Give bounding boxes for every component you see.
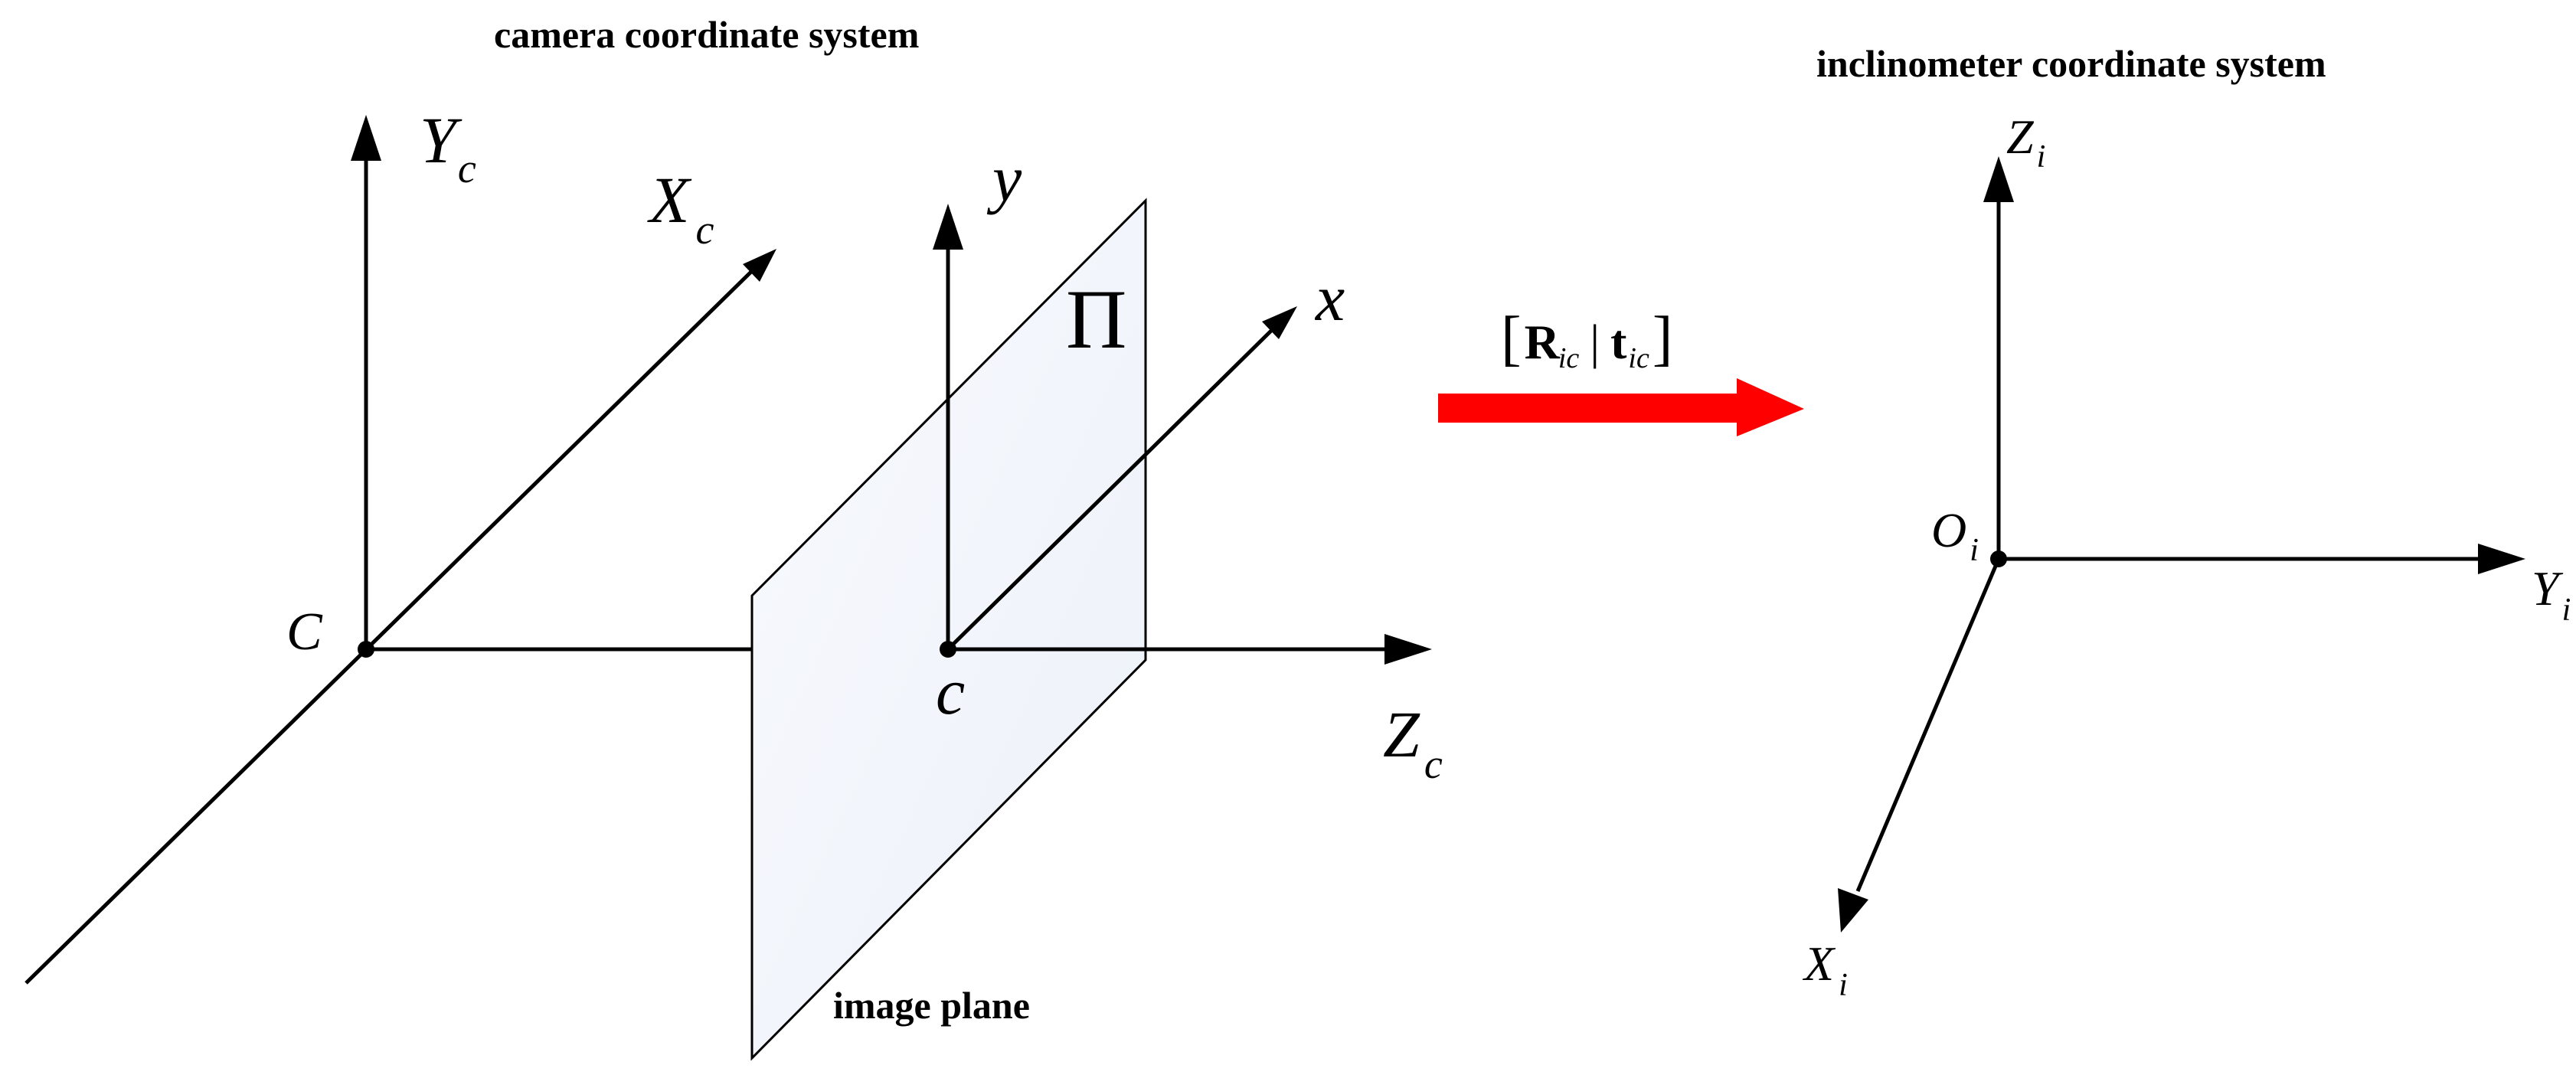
image-y-axis-arrowhead — [933, 204, 963, 250]
image-x-axis-line — [946, 329, 1273, 651]
x-axis-arrowhead — [743, 249, 776, 282]
xi-axis-line — [1855, 558, 2001, 892]
principal-point-label: c — [936, 655, 965, 728]
principal-point — [940, 641, 956, 658]
camera-title: camera coordinate system — [494, 13, 919, 56]
x-axis-line — [25, 266, 757, 985]
zi-axis-label: Zi — [2006, 109, 2045, 175]
zi-axis-arrowhead — [1983, 156, 2014, 202]
y-axis-label: Yc — [420, 103, 476, 191]
inclinometer-title: inclinometer coordinate system — [1816, 42, 2326, 85]
inclinometer-origin-label: Oi — [1931, 503, 1979, 568]
yi-axis-label: Yi — [2532, 561, 2571, 628]
transform-arrow — [1438, 378, 1804, 436]
image-x-axis-arrowhead — [1262, 306, 1297, 339]
image-plane-label: image plane — [833, 984, 1030, 1027]
camera-center-point — [358, 641, 374, 658]
camera-origin-label: C — [286, 603, 323, 662]
plane-symbol: Π — [1066, 273, 1126, 366]
xi-axis-arrowhead — [1838, 888, 1868, 933]
z-axis-arrowhead — [1384, 634, 1432, 665]
image-x-axis-label: x — [1314, 261, 1345, 335]
transform-arrow-shape — [1438, 378, 1804, 436]
inclinometer-origin-point — [1990, 550, 2007, 567]
yi-axis-arrowhead — [2478, 544, 2525, 574]
y-axis-arrowhead — [351, 115, 381, 161]
image-y-axis-label: y — [986, 142, 1022, 215]
transform-label: [Ric|tic] — [1501, 305, 1673, 374]
